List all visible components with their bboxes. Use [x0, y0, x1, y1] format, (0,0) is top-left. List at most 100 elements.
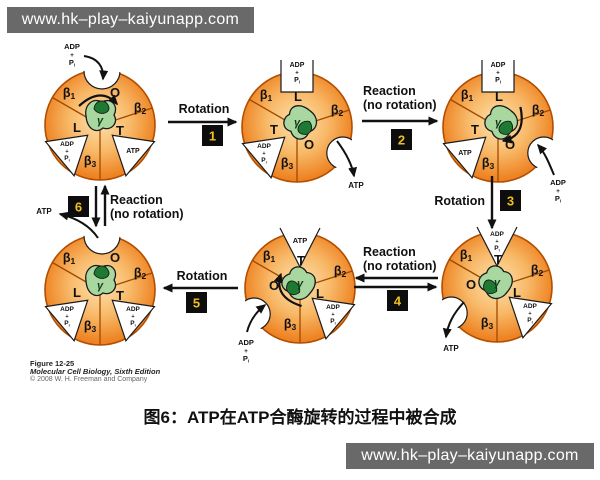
- product-release-arrow: [336, 140, 358, 178]
- copyright: © 2008 W. H. Freeman and Company: [30, 376, 148, 383]
- gamma-tip: [93, 265, 110, 279]
- site-letter-O: O: [304, 137, 314, 152]
- step-number: 1: [209, 129, 216, 144]
- adp-label: ADP: [523, 303, 537, 310]
- bound-site-notch: [477, 227, 517, 266]
- pi-label: Pi: [495, 77, 501, 85]
- book-title: Molecular Cell Biology, Sixth Edition: [30, 367, 161, 376]
- substrate-entry-arrow: [246, 304, 267, 333]
- atp-label: ATP: [293, 236, 307, 245]
- pi-label: Pi: [69, 58, 75, 68]
- step-number: 2: [398, 133, 405, 148]
- site-letter-L: L: [495, 89, 503, 104]
- gamma-label: γ: [294, 117, 301, 129]
- pi-label: Pi: [294, 77, 300, 85]
- bound-site-notch: [111, 299, 156, 343]
- step-badge: [387, 290, 408, 311]
- gamma-label: γ: [97, 115, 104, 127]
- pi-label: Pi: [64, 320, 69, 328]
- adp-label: ADP: [238, 338, 254, 347]
- step-label: Rotation: [434, 194, 485, 208]
- plus-label: +: [496, 71, 500, 77]
- adp-label: ADP: [257, 143, 271, 150]
- open-site-notch: [440, 296, 468, 330]
- gamma-label: γ: [495, 117, 502, 129]
- plus-label: +: [495, 239, 498, 245]
- step-3: Rotation 3: [434, 176, 521, 230]
- adp-label: ADP: [60, 141, 74, 148]
- step-label: (no rotation): [363, 98, 437, 112]
- bound-site-notch: [241, 136, 286, 180]
- plus-label: +: [556, 188, 560, 195]
- step-number: 4: [394, 294, 402, 309]
- step-label: Rotation: [177, 269, 228, 283]
- product-release-arrow: [442, 301, 465, 339]
- site-letter-O: O: [110, 85, 120, 100]
- step-label: (no rotation): [110, 207, 184, 221]
- pi-label: Pi: [555, 194, 561, 204]
- plus-label: +: [295, 71, 299, 77]
- pi-label: Pi: [527, 317, 532, 325]
- site-letter-L: L: [73, 285, 81, 300]
- step-number: 3: [507, 194, 514, 209]
- gamma-tip: [286, 280, 301, 296]
- site-letter-T: T: [471, 122, 479, 137]
- product-release-arrow: [58, 211, 99, 239]
- bound-site-notch: [311, 297, 356, 341]
- adp-label: ADP: [60, 306, 74, 313]
- step-badge: [68, 196, 89, 217]
- substrate-entry-arrow: [83, 55, 109, 81]
- watermark-top: www.hk–play–kaiyunapp.com: [7, 7, 254, 33]
- pi-label: Pi: [330, 318, 335, 326]
- bound-site-notch: [44, 134, 89, 178]
- substrate-entry-arrow: [537, 143, 555, 176]
- adp-label: ADP: [64, 42, 80, 51]
- figure-caption: Figure 12-25 Molecular Cell Biology, Six…: [30, 360, 160, 384]
- plus-label: +: [131, 314, 134, 320]
- step-badge: [202, 125, 223, 146]
- gamma-rotation-arrow: [501, 106, 523, 144]
- step-number: 6: [75, 200, 82, 215]
- gamma-subunit: [283, 105, 318, 140]
- pi-label: Pi: [243, 354, 249, 364]
- open-site-notch: [83, 233, 121, 255]
- bound-site-notch: [482, 60, 514, 92]
- gamma-subunit: [478, 265, 513, 300]
- adp-label: ADP: [490, 231, 504, 238]
- plus-label: +: [70, 52, 74, 59]
- site-letter-T: T: [297, 253, 305, 268]
- bound-site-notch: [44, 299, 89, 343]
- watermark-bottom: www.hk–play–kaiyunapp.com: [346, 443, 594, 469]
- pi-label: Pi: [64, 155, 69, 163]
- atp-label: ATP: [36, 207, 52, 216]
- gamma-label: γ: [97, 280, 104, 292]
- site-letter-T: T: [116, 123, 124, 138]
- atp-label: ATP: [348, 181, 364, 190]
- bound-site-notch: [111, 134, 156, 178]
- step-2: Reaction(no rotation)2: [362, 84, 439, 150]
- site-letter-T: T: [116, 288, 124, 303]
- plus-label: +: [262, 151, 265, 157]
- bound-site-notch-outline: [481, 60, 515, 93]
- bound-site-notch: [281, 60, 313, 92]
- atp-label: ATP: [443, 344, 459, 353]
- figure-number: Figure 12-25: [30, 359, 75, 368]
- site-letter-L: L: [513, 285, 521, 300]
- adp-label: ADP: [550, 178, 566, 187]
- gamma-subunit: [85, 264, 117, 297]
- atp-label: ATP: [126, 148, 140, 155]
- step-6: Reaction(no rotation)6: [68, 184, 184, 228]
- site-letter-T: T: [494, 252, 502, 267]
- site-letter-O: O: [269, 278, 279, 293]
- gamma-rotation-arrow: [78, 94, 118, 107]
- adp-label: ADP: [126, 306, 140, 313]
